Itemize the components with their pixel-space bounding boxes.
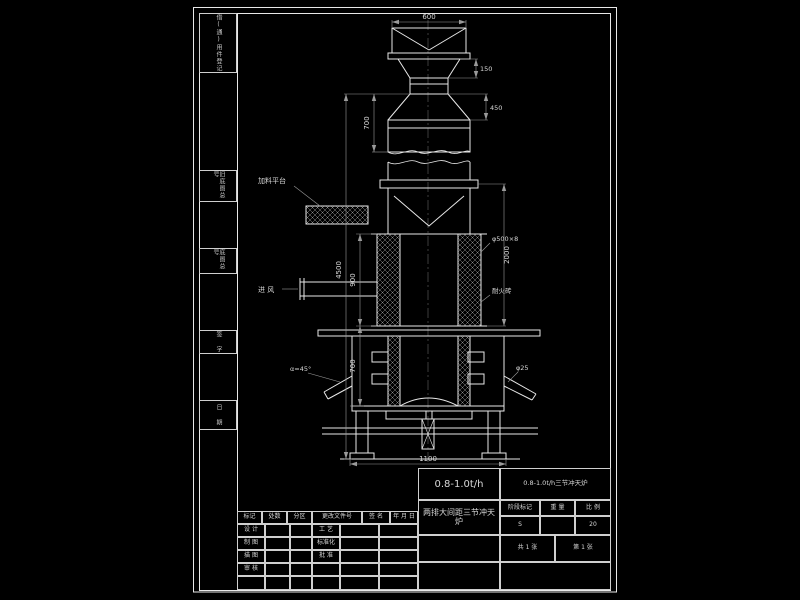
dim-top-width: 600 <box>422 13 435 21</box>
rev-header-signature: 签 名 <box>362 511 390 524</box>
blank-cell <box>340 576 379 590</box>
blank-cell <box>379 524 418 537</box>
sheet-number: 第 1 张 <box>555 535 611 562</box>
weight-value <box>540 516 575 535</box>
weight-label: 重 量 <box>540 500 575 516</box>
role-process: 工 艺 <box>312 524 340 537</box>
blank-cell <box>418 562 500 590</box>
dim-shell-height: 900 <box>349 273 357 286</box>
dim-flare-height: 450 <box>490 104 502 112</box>
blank-cell <box>265 537 290 550</box>
dim-neck-height: 150 <box>480 65 492 73</box>
dim-total-height: 4500 <box>335 261 343 279</box>
role-approve: 批 准 <box>312 550 340 563</box>
blank-cell <box>290 550 312 563</box>
blank-cell <box>340 550 379 563</box>
blank-cell <box>237 576 265 590</box>
rev-header-date: 年 月 日 <box>390 511 418 524</box>
sheet-total: 共 1 张 <box>500 535 555 562</box>
margin-block-reuse-register: 借(通)用件登记 <box>199 13 237 73</box>
blank-cell <box>379 576 418 590</box>
blank-cell <box>340 563 379 576</box>
rev-header-docno: 更改文件号 <box>312 511 362 524</box>
blank-cell <box>290 563 312 576</box>
sheet-frame <box>193 7 617 593</box>
margin-block-old-tracing-no: 旧底图总号 <box>199 170 237 202</box>
label-charging-platform: 加料平台 <box>258 176 286 185</box>
dim-right-height: 2000 <box>503 246 511 264</box>
blank-cell <box>379 550 418 563</box>
margin-block-signature: 签 字 <box>199 330 237 354</box>
role-tracing: 描 图 <box>237 550 265 563</box>
drawing-number-cell <box>418 535 500 562</box>
role-standardization: 标准化 <box>312 537 340 550</box>
dim-belt-height: 700 <box>349 359 357 372</box>
blank-cell <box>290 537 312 550</box>
blank-cell <box>290 524 312 537</box>
rev-header-mark: 标记 <box>237 511 262 524</box>
role-draft: 制 图 <box>237 537 265 550</box>
dim-stack-height: 700 <box>363 116 371 129</box>
scale-label: 比 例 <box>575 500 611 516</box>
margin-block-date: 日 期 <box>199 400 237 430</box>
blank-cell <box>290 576 312 590</box>
title-drawing-name: 两排大间距三节冲天炉 <box>418 500 500 535</box>
blank-cell <box>379 563 418 576</box>
blank-cell <box>312 576 340 590</box>
blank-cell <box>265 576 290 590</box>
blank-cell <box>265 524 290 537</box>
blank-cell <box>340 524 379 537</box>
rev-header-count: 处数 <box>262 511 287 524</box>
blank-cell <box>265 563 290 576</box>
blank-cell <box>340 537 379 550</box>
label-air-inlet: 进 风 <box>258 286 274 294</box>
blank-cell <box>265 550 290 563</box>
blank-cell <box>379 537 418 550</box>
rev-header-zone: 分区 <box>287 511 312 524</box>
scale-value: 20 <box>575 516 611 535</box>
stage-mark-value: S <box>500 516 540 535</box>
label-lining: 耐火砖 <box>492 286 512 295</box>
dim-base-width: 1100 <box>419 455 437 463</box>
dimension-lines <box>282 19 519 467</box>
furnace-outline <box>299 27 541 460</box>
blank-cell <box>500 562 611 590</box>
title-product-name: 0.8-1.0t/h三节冲天炉 <box>500 468 611 500</box>
role-design: 设 计 <box>237 524 265 537</box>
label-tap-hole: φ25 <box>516 364 529 372</box>
blank-cell <box>312 563 340 576</box>
stage-mark-label: 阶段标记 <box>500 500 540 516</box>
title-capacity: 0.8-1.0t/h <box>418 468 500 500</box>
label-spout-angle: α=45° <box>290 365 311 373</box>
dimension-texts: 600 150 450 700 900 700 4500 2000 1100 加… <box>258 13 529 463</box>
role-check: 审 核 <box>237 563 265 576</box>
label-shell-spec: φ500×8 <box>492 235 518 243</box>
margin-block-tracing-no: 底图总号 <box>199 248 237 274</box>
